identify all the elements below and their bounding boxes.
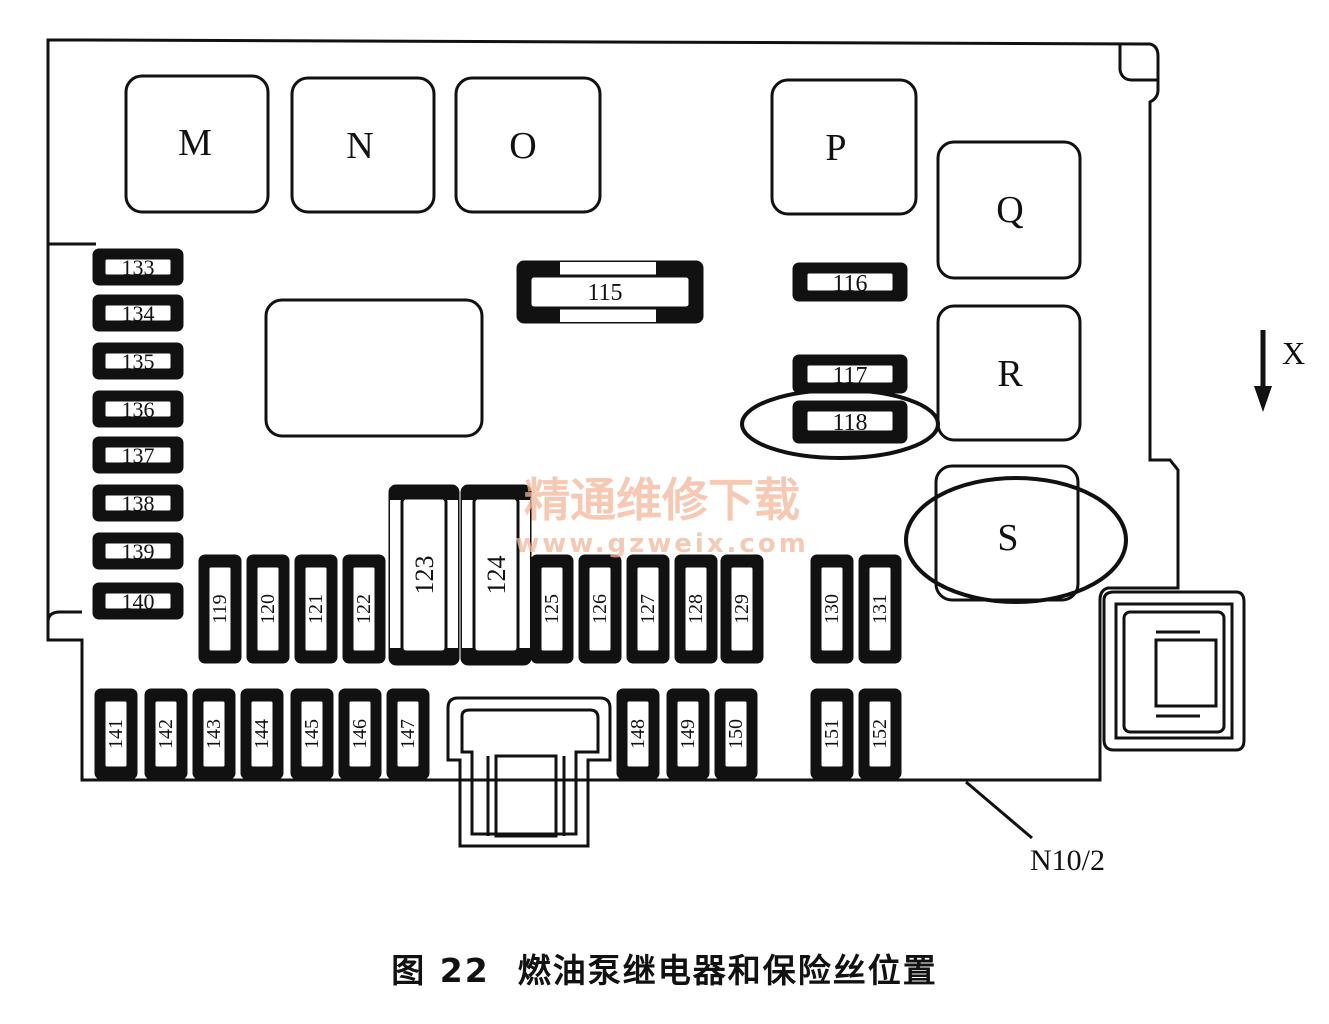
fuse-box-housing	[46, 38, 1180, 782]
fuse-148-label: 148	[627, 719, 649, 749]
relay-o	[454, 76, 602, 214]
fuse-151-label: 151	[821, 719, 843, 749]
fuse-118-label: 118	[832, 410, 867, 436]
watermark-url: www.gzweix.com	[515, 529, 809, 559]
fuse-116-label: 116	[832, 271, 867, 297]
fuse-125-label: 125	[541, 594, 563, 624]
fuse-115-label: 115	[587, 280, 622, 306]
component-label: N10/2	[1030, 844, 1105, 877]
fuse-128-label: 128	[685, 594, 707, 624]
fuse-134-label: 134	[122, 301, 155, 326]
fuse-120-label: 120	[257, 594, 279, 624]
fuse-122-label: 122	[353, 594, 375, 624]
relay-m-label: M	[178, 122, 212, 164]
fuse-149-label: 149	[677, 719, 699, 749]
fuse-130-label: 130	[821, 594, 843, 624]
housing-left-ridge-lower	[46, 610, 82, 623]
fuse-129-label: 129	[731, 594, 753, 624]
relay-s-label: S	[997, 517, 1018, 559]
fuse-140-label: 140	[122, 589, 155, 614]
fuse-136-label: 136	[122, 397, 155, 422]
relay-q-label: Q	[996, 189, 1023, 231]
fuse-121-label: 121	[305, 594, 327, 624]
relay-n-label: N	[346, 125, 373, 167]
fuse-126-label: 126	[589, 594, 611, 624]
relay-o-label: O	[509, 125, 536, 167]
relay-r-label: R	[997, 353, 1023, 395]
figure-title: 燃油泵继电器和保险丝位置	[517, 951, 938, 990]
fuse-141-label: 141	[105, 719, 127, 749]
fuse-117-label: 117	[832, 363, 867, 389]
direction-label: X	[1282, 335, 1305, 371]
highlight-relay-s	[904, 476, 1128, 604]
fuse-119-label: 119	[209, 594, 231, 623]
fuse-144-label: 144	[251, 719, 273, 749]
fuse-143-label: 143	[203, 719, 225, 749]
fuse-146-label: 146	[349, 719, 371, 749]
housing-corner-notch	[1118, 44, 1158, 82]
fuse-150-label: 150	[725, 719, 747, 749]
relay-p	[770, 78, 918, 216]
side-connector	[1102, 590, 1246, 752]
housing-left-ridge	[46, 40, 96, 246]
fuse-127-label: 127	[637, 594, 659, 624]
watermark-text: 精通维修下载	[524, 473, 800, 527]
fuse-133-label: 133	[122, 255, 155, 280]
fuse-145-label: 145	[301, 719, 323, 749]
fuse-135-label: 135	[122, 349, 155, 374]
fuse-138-label: 138	[122, 491, 155, 516]
fuse-124-label: 124	[482, 556, 511, 595]
fuse-147-label: 147	[397, 719, 419, 749]
fuse-139-label: 139	[122, 539, 155, 564]
figure-caption: 图 22 燃油泵继电器和保险丝位置	[0, 944, 1329, 992]
fuse-152-label: 152	[869, 719, 891, 749]
relay-m	[124, 74, 270, 214]
relay-n	[290, 76, 436, 214]
relay-r	[936, 304, 1082, 442]
n10-2-leader	[965, 780, 1033, 840]
relay-blank	[264, 298, 484, 438]
bottom-connector	[446, 696, 612, 848]
fuse-123-label: 123	[410, 556, 439, 595]
fuse-142-label: 142	[155, 719, 177, 749]
fuse-131-label: 131	[869, 594, 891, 624]
direction-arrow-icon	[1254, 330, 1272, 412]
fuse-137-label: 137	[122, 443, 155, 468]
relay-p-label: P	[825, 127, 846, 169]
relay-q	[936, 140, 1082, 280]
figure-number: 图 22	[391, 951, 490, 990]
